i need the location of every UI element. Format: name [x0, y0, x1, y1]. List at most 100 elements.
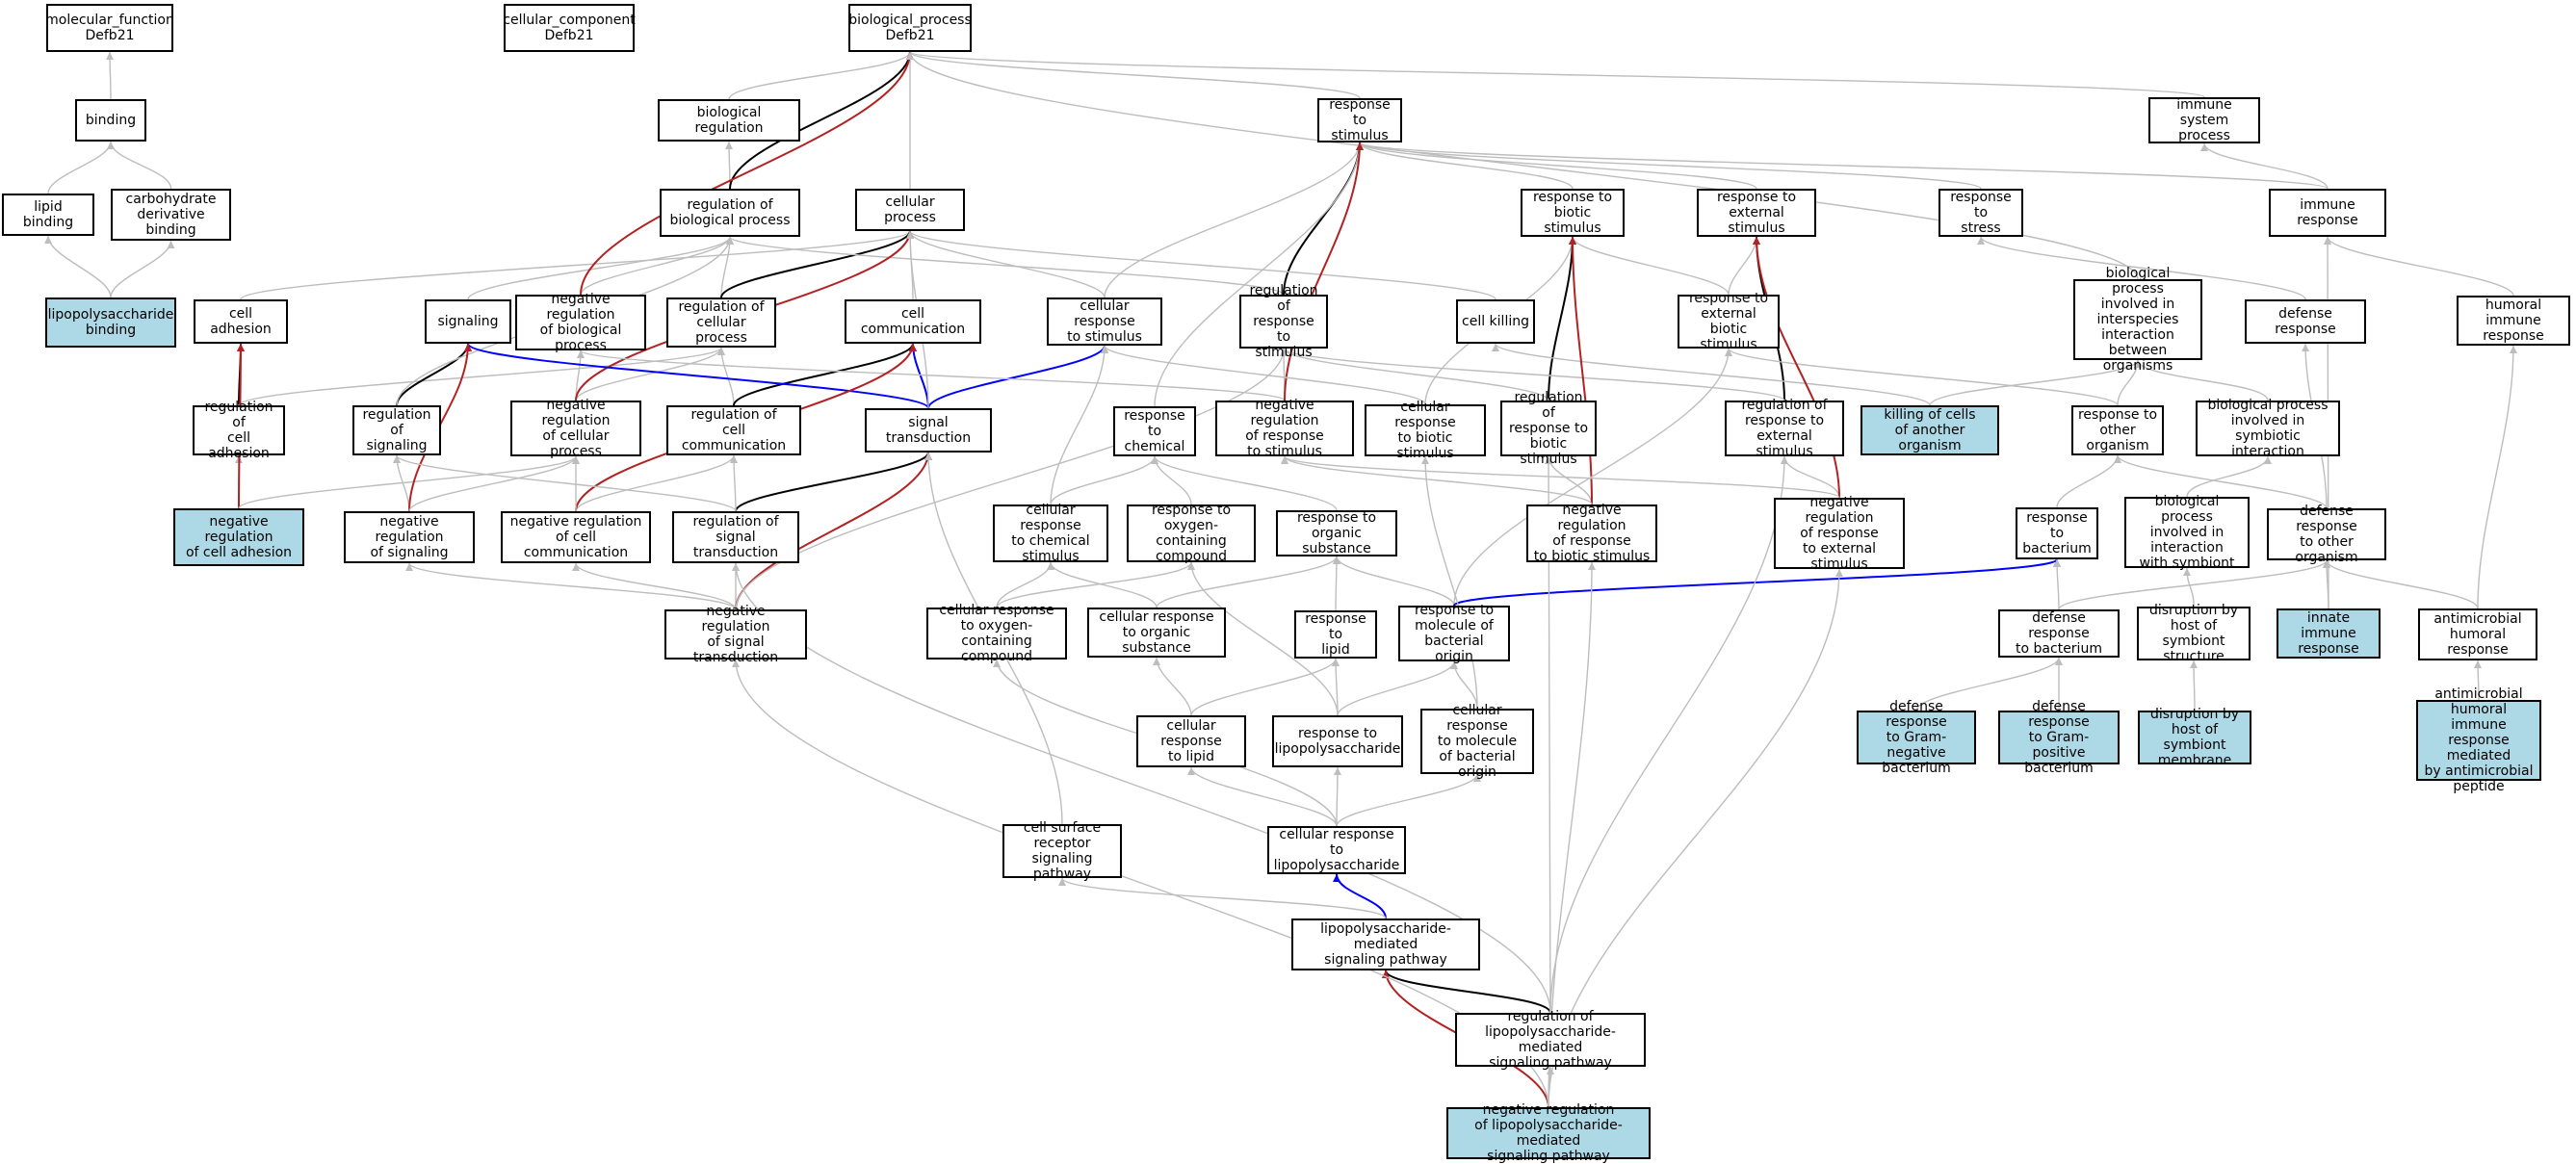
edge-disruption_membrane-to-disruption_struct — [2190, 660, 2199, 711]
node-antimicrobial-humoral-response[interactable]: antimicrobial humoral response — [2418, 608, 2537, 660]
node-negative-regulation-of-cell-communication[interactable]: negative regulation of cell communicatio… — [501, 511, 651, 563]
node-regulation-of-cellular-process[interactable]: regulation of cellular process — [666, 297, 776, 348]
node-regulation-of-response-to-external-stimulus[interactable]: regulation of response to external stimu… — [1725, 398, 1844, 459]
node-disruption-of-symbiont-membrane[interactable]: disruption by host of symbiont membrane — [2138, 707, 2251, 768]
node-negative-regulation-of-response-to-stimulus[interactable]: negative regulation of response to stimu… — [1215, 398, 1354, 459]
node-signaling[interactable]: signaling — [425, 299, 511, 344]
node-cell-killing[interactable]: cell killing — [1456, 299, 1535, 344]
node-response-to-other-organism[interactable]: response to other organism — [2071, 405, 2164, 455]
node-negative-regulation-of-cell-adhesion[interactable]: negative regulation of cell adhesion — [173, 508, 304, 566]
node-response-to-lipopolysaccharide[interactable]: response to lipopolysaccharide — [1272, 715, 1403, 767]
edge-sig_trans-to-cell_resp_stim — [927, 345, 1108, 409]
node-response-to-bacterium[interactable]: response to bacterium — [2016, 507, 2098, 559]
node-biological-process[interactable]: biological_process Defb21 — [848, 4, 972, 52]
edge-neg_reg_resp_stim-to-neg_reg_bio — [577, 349, 1286, 401]
node-cellular-process[interactable]: cellular process — [855, 189, 965, 231]
node-response-to-stimulus[interactable]: response to stimulus — [1317, 97, 1402, 143]
node-immune-response[interactable]: immune response — [2269, 189, 2386, 237]
node-cell-communication[interactable]: cell communication — [845, 299, 981, 344]
node-binding[interactable]: binding — [75, 99, 146, 142]
edge-resp_lps-to-resp_mol_bact — [1337, 660, 1458, 716]
node-cellular-response-to-molecule-of-bacterial-origin[interactable]: cellular response to molecule of bacteri… — [1420, 703, 1534, 780]
node-molecular-function[interactable]: molecular_function Defb21 — [45, 4, 174, 52]
node-symbiotic-interaction[interactable]: biological process involved in symbiotic… — [2196, 398, 2340, 459]
node-lipopolysaccharide-binding[interactable]: lipopolysaccharide binding — [45, 297, 176, 348]
node-cellular-response-to-lipopolysaccharide[interactable]: cellular response to lipopolysaccharide — [1267, 826, 1406, 874]
node-regulation-of-lps-signaling-pathway[interactable]: regulation of lipopolysaccharide-mediate… — [1455, 1009, 1646, 1071]
node-defense-response-to-bacterium[interactable]: defense response to bacterium — [1998, 609, 2120, 658]
edge-sig_trans-to-signaling — [464, 343, 929, 409]
edge-cell_adh-to-cell_proc — [240, 230, 914, 300]
node-cell-surface-receptor-signaling-pathway[interactable]: cell surface receptor signaling pathway — [1002, 820, 1122, 882]
node-regulation-of-response-to-stimulus[interactable]: regulation of response to stimulus — [1239, 283, 1328, 360]
edge-resp_oxy-to-resp_chem — [1151, 455, 1192, 505]
node-humoral-immune-response[interactable]: humoral immune response — [2457, 296, 2570, 346]
node-disruption-of-symbiont-structure[interactable]: disruption by host of symbiont structure — [2137, 603, 2251, 664]
node-response-to-external-biotic-stimulus[interactable]: response to external biotic stimulus — [1678, 291, 1780, 352]
node-negative-regulation-of-signaling[interactable]: negative regulation of signaling — [344, 511, 475, 563]
node-immune-system-process[interactable]: immune system process — [2148, 97, 2260, 143]
edge-immune_sys-to-bp — [906, 51, 2205, 98]
node-defense-response-to-other-organism[interactable]: defense response to other organism — [2267, 504, 2386, 565]
node-cellular-component[interactable]: cellular_component Defb21 — [503, 4, 636, 52]
edge-reg_signaling-to-signaling — [396, 343, 472, 406]
edge-defense_resp-to-resp_stress — [1977, 236, 2306, 300]
node-response-to-molecule-of-bacterial-origin[interactable]: response to molecule of bacterial origin — [1398, 603, 1510, 664]
node-regulation-of-biological-process[interactable]: regulation of biological process — [660, 189, 800, 237]
node-antimicrobial-peptide-response[interactable]: antimicrobial humoral immune response me… — [2416, 686, 2541, 794]
node-biological-regulation[interactable]: biological regulation — [658, 99, 800, 142]
node-cellular-response-to-organic-substance[interactable]: cellular response to organic substance — [1087, 608, 1226, 658]
node-regulation-of-signal-transduction[interactable]: regulation of signal transduction — [672, 511, 799, 563]
node-carbohydrate-derivative-binding[interactable]: carbohydrate derivative binding — [111, 189, 231, 241]
edge-resp_mol_bact-to-resp_org_sub — [1333, 556, 1455, 607]
edge-cell_resp_biotic-to-cell_resp_stim — [1101, 345, 1426, 405]
node-cellular-response-to-lipid[interactable]: cellular response to lipid — [1136, 715, 1246, 767]
node-cellular-response-to-oxygen-containing-compound[interactable]: cellular response to oxygen-containing c… — [926, 603, 1067, 664]
node-defense-response-to-gram-positive-bacterium[interactable]: defense response to Gram-positive bacter… — [1998, 699, 2120, 776]
edge-cell_resp_lipid-to-resp_lipid — [1190, 658, 1340, 716]
node-cellular-response-to-stimulus[interactable]: cellular response to stimulus — [1047, 297, 1162, 346]
node-negative-regulation-of-response-to-biotic-stimulus[interactable]: negative regulation of response to bioti… — [1526, 503, 1657, 564]
node-killing-of-cells-of-another-organism[interactable]: killing of cells of another organism — [1860, 405, 1999, 455]
node-lipopolysaccharide-mediated-signaling-pathway[interactable]: lipopolysaccharide-mediated signaling pa… — [1291, 918, 1480, 970]
edge-lps_pathway-to-cell_surface — [1058, 877, 1387, 919]
node-defense-response-to-gram-negative-bacterium[interactable]: defense response to Gram-negative bacter… — [1857, 699, 1976, 776]
node-negative-regulation-of-biological-process[interactable]: negative regulation of biological proces… — [515, 292, 646, 353]
edge-def_resp_bact-to-def_resp_other — [2058, 559, 2330, 610]
edge-reg_resp_biotic-to-resp_biotic — [1548, 236, 1576, 401]
node-negative-regulation-of-lps-signaling-pathway[interactable]: negative regulation of lipopolysaccharid… — [1446, 1102, 1651, 1164]
node-response-to-biotic-stimulus[interactable]: response to biotic stimulus — [1521, 189, 1625, 237]
node-regulation-of-response-to-biotic-stimulus[interactable]: regulation of response to biotic stimulu… — [1500, 390, 1597, 467]
edge-resp_stress-to-resp_stim — [1356, 142, 1982, 190]
node-cellular-response-to-chemical-stimulus[interactable]: cellular response to chemical stimulus — [993, 503, 1108, 564]
node-signal-transduction[interactable]: signal transduction — [865, 408, 992, 453]
node-response-to-chemical[interactable]: response to chemical — [1113, 406, 1196, 456]
node-defense-response[interactable]: defense response — [2245, 299, 2366, 344]
node-response-to-organic-substance[interactable]: response to organic substance — [1276, 510, 1397, 556]
node-lipid-binding[interactable]: lipid binding — [2, 194, 94, 236]
edge-neg_reg_sig_trans-to-reg_resp_stim — [735, 348, 1288, 610]
node-regulation-of-cell-communication[interactable]: regulation of cell communication — [666, 405, 801, 455]
node-innate-immune-response[interactable]: innate immune response — [2277, 608, 2381, 659]
node-negative-regulation-of-cellular-process[interactable]: negative regulation of cellular process — [510, 398, 641, 459]
node-cellular-response-to-biotic-stimulus[interactable]: cellular response to biotic stimulus — [1365, 400, 1486, 461]
edge-reg_cell_comm-to-reg_cell_proc — [717, 347, 735, 406]
edge-reg_sig_trans-to-reg_cell_comm — [730, 454, 739, 512]
node-cell-adhesion[interactable]: cell adhesion — [194, 299, 288, 344]
node-interaction-with-symbiont[interactable]: biological process involved in interacti… — [2124, 494, 2250, 571]
node-negative-regulation-of-signal-transduction[interactable]: negative regulation of signal transducti… — [664, 604, 807, 665]
node-response-to-external-stimulus[interactable]: response to external stimulus — [1697, 189, 1816, 237]
edge-resp_lps-to-resp_oxy — [1187, 561, 1339, 716]
node-response-to-oxygen-containing-compound[interactable]: response to oxygen-containing compound — [1127, 503, 1256, 564]
edge-antimicrobial-to-def_resp_other — [2323, 559, 2479, 609]
edge-antimicrobial-to-humoral — [2477, 345, 2517, 609]
node-response-to-stress[interactable]: response to stress — [1939, 189, 2023, 237]
node-regulation-of-cell-adhesion[interactable]: regulation of cell adhesion — [193, 400, 285, 461]
node-regulation-of-signaling[interactable]: regulation of signaling — [352, 405, 441, 455]
edge-def_gram_neg-to-def_resp_bact — [1915, 657, 2063, 711]
node-negative-regulation-of-response-to-external-stimulus[interactable]: negative regulation of response to exter… — [1774, 495, 1905, 572]
edge-reg_resp_stim-to-reg_bio — [726, 236, 1285, 296]
node-interspecies-interaction[interactable]: biological process involved in interspec… — [2073, 266, 2202, 374]
edge-cell_resp_stim-to-cell_proc — [906, 230, 1106, 298]
node-response-to-lipid[interactable]: response to lipid — [1294, 610, 1377, 659]
